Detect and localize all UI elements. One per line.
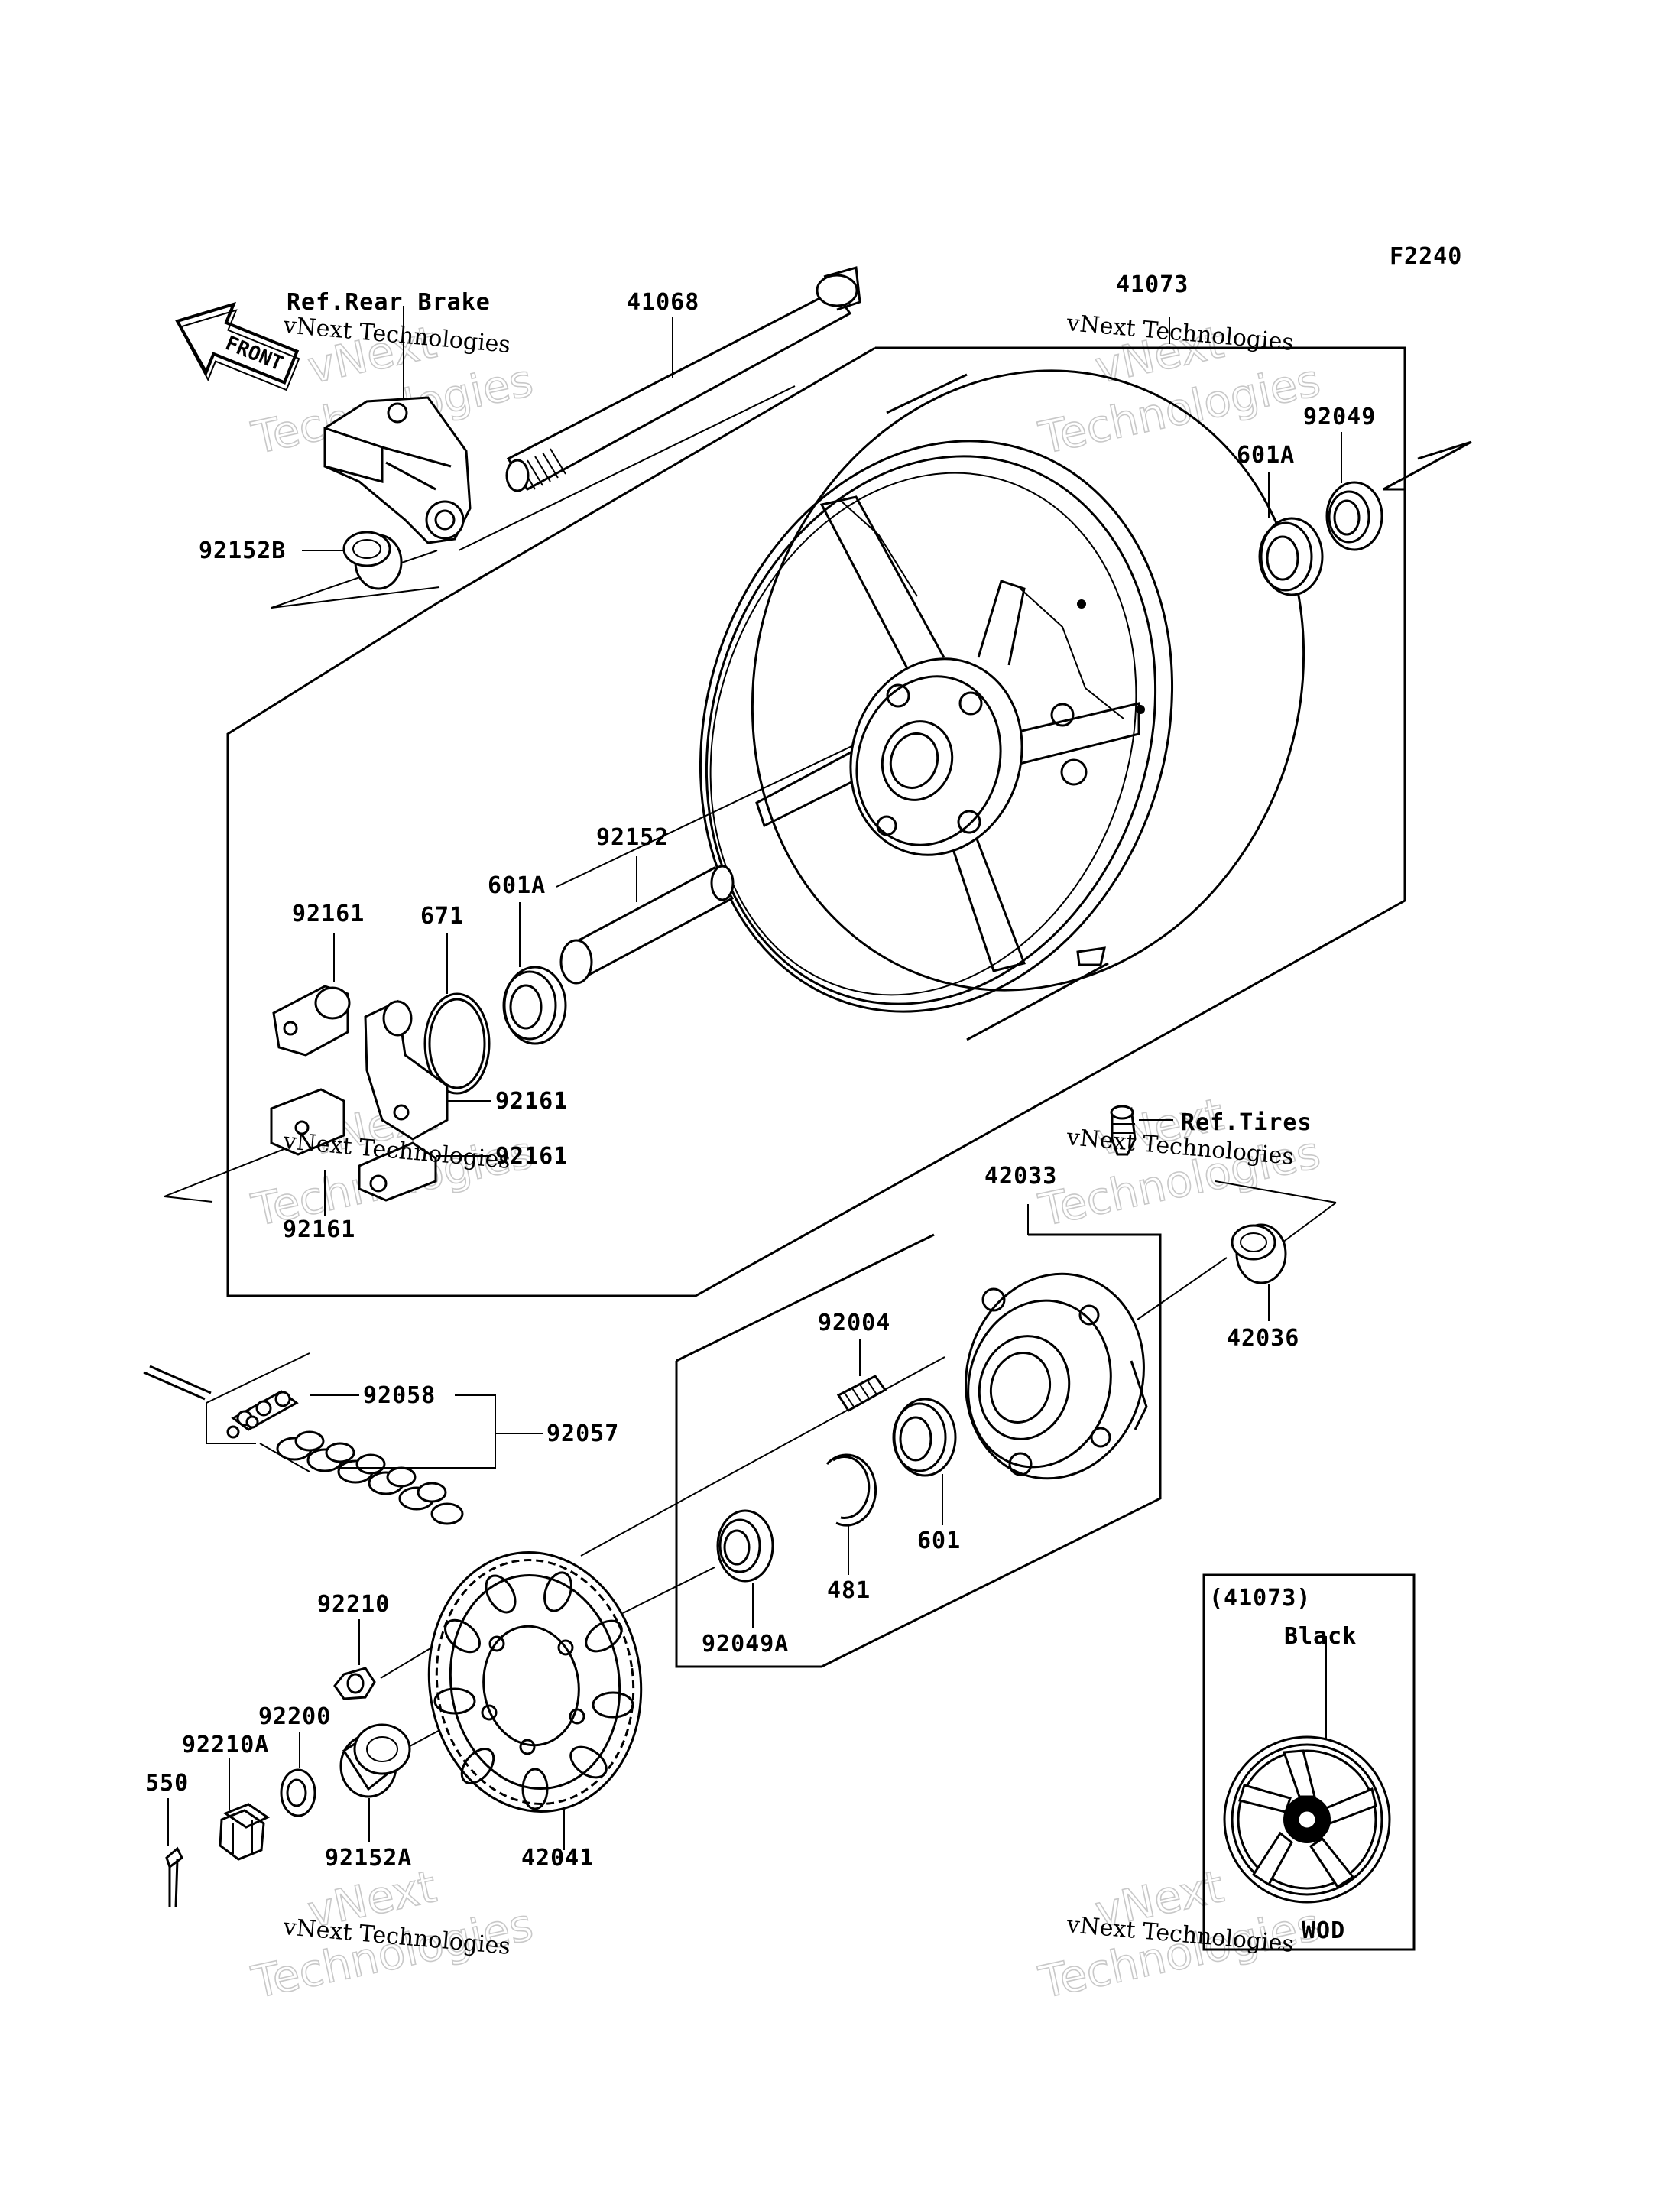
cotter-pin-550	[165, 1798, 183, 1908]
o-ring-671	[423, 933, 491, 1095]
inset-color-variant	[1202, 1573, 1416, 1951]
part-label-671: 671	[420, 903, 464, 930]
part-label-92161-low: 92161	[495, 1143, 568, 1170]
sprocket-hub-outline-diag	[676, 1233, 935, 1362]
part-label-92049: 92049	[1303, 404, 1376, 430]
inset-spokes	[1238, 1749, 1377, 1889]
inset-code-label: WOD	[1302, 1917, 1345, 1944]
axis-line	[458, 385, 796, 551]
part-label-601a-left: 601A	[488, 872, 546, 899]
part-label-92210: 92210	[317, 1591, 390, 1618]
wheel-spokes	[755, 495, 1140, 972]
part-label-92200: 92200	[258, 1703, 331, 1730]
figure-code: F2240	[1390, 243, 1462, 270]
oil-seal-92049a	[716, 1509, 774, 1628]
part-label-42036: 42036	[1227, 1325, 1299, 1352]
master-link	[226, 1390, 299, 1439]
tire-valve	[1110, 1105, 1173, 1156]
axis-line	[556, 718, 910, 888]
part-label-92161-top: 92161	[292, 901, 365, 927]
dampers-92161	[270, 933, 491, 1216]
axis-line	[271, 550, 438, 609]
part-label-92049a: 92049A	[702, 1631, 789, 1657]
axis-line	[164, 1196, 213, 1203]
collar-92152	[559, 856, 735, 985]
inset-color-label: Black	[1284, 1623, 1357, 1650]
collar-42036	[1231, 1223, 1287, 1321]
ref-tires-label: Ref.Tires	[1181, 1109, 1312, 1136]
axis-line	[622, 1567, 715, 1614]
part-label-92057: 92057	[546, 1420, 619, 1447]
axis-arrow-right	[1383, 440, 1472, 491]
part-label-601: 601	[917, 1528, 961, 1554]
circlip-481	[825, 1453, 877, 1575]
collar-92152b	[302, 531, 403, 590]
part-label-550: 550	[145, 1770, 189, 1797]
part-label-41068: 41068	[627, 289, 699, 316]
bracket-92058	[206, 1403, 256, 1444]
bearing-601	[892, 1398, 957, 1525]
wheel-assembly-outline-diag	[435, 346, 876, 606]
part-label-92152: 92152	[596, 824, 669, 851]
nut-92210	[333, 1619, 376, 1700]
part-label-92161-bottom: 92161	[283, 1216, 355, 1243]
axis-line	[1282, 1202, 1337, 1243]
axle-41068	[505, 266, 861, 492]
stud-92004	[836, 1339, 887, 1412]
sprocket-hub-42033	[965, 1204, 1148, 1480]
axis-line	[1137, 1257, 1228, 1320]
inset-part-ref: (41073)	[1209, 1585, 1311, 1612]
part-label-92004: 92004	[818, 1310, 890, 1336]
part-label-92152b: 92152B	[199, 537, 286, 564]
axle-nut-92210a	[219, 1758, 271, 1861]
inset-frame	[1202, 1573, 1416, 1951]
part-label-42041: 42041	[521, 1845, 594, 1872]
ref-rear-brake-label: Ref.Rear Brake	[287, 289, 491, 316]
part-label-92210a: 92210A	[182, 1732, 269, 1758]
wheel-assembly-outline	[226, 346, 1406, 1297]
part-label-92058: 92058	[363, 1382, 436, 1409]
part-label-41073: 41073	[1116, 271, 1189, 298]
sprocket-hub-outline	[675, 1233, 1162, 1668]
bearing-601a-right	[1258, 472, 1324, 596]
part-label-92161-mid: 92161	[495, 1088, 568, 1115]
part-label-601a-right: 601A	[1237, 442, 1295, 469]
drive-chain	[143, 1352, 543, 1525]
washer-92200	[280, 1732, 316, 1817]
part-label-481: 481	[827, 1577, 871, 1604]
sprocket-cutouts	[433, 1571, 634, 1810]
collar-92152a	[339, 1723, 411, 1842]
axle-thread	[519, 448, 566, 490]
part-label-92152a: 92152A	[325, 1845, 412, 1872]
chain-links	[276, 1430, 464, 1525]
oil-seal-92049	[1325, 432, 1383, 551]
brake-caliper-bracket	[323, 306, 472, 544]
bearing-601a-left	[502, 902, 567, 1045]
labels: F2240 Ref.Rear Brake Ref.Tires 41068 410…	[145, 243, 1462, 1944]
axis-line	[1215, 1180, 1337, 1203]
sprocket-42041	[427, 1551, 643, 1850]
axis-line	[271, 586, 440, 609]
wheel-41073	[699, 317, 1305, 1041]
part-label-42033: 42033	[984, 1163, 1057, 1190]
bracket-92057	[340, 1394, 496, 1469]
